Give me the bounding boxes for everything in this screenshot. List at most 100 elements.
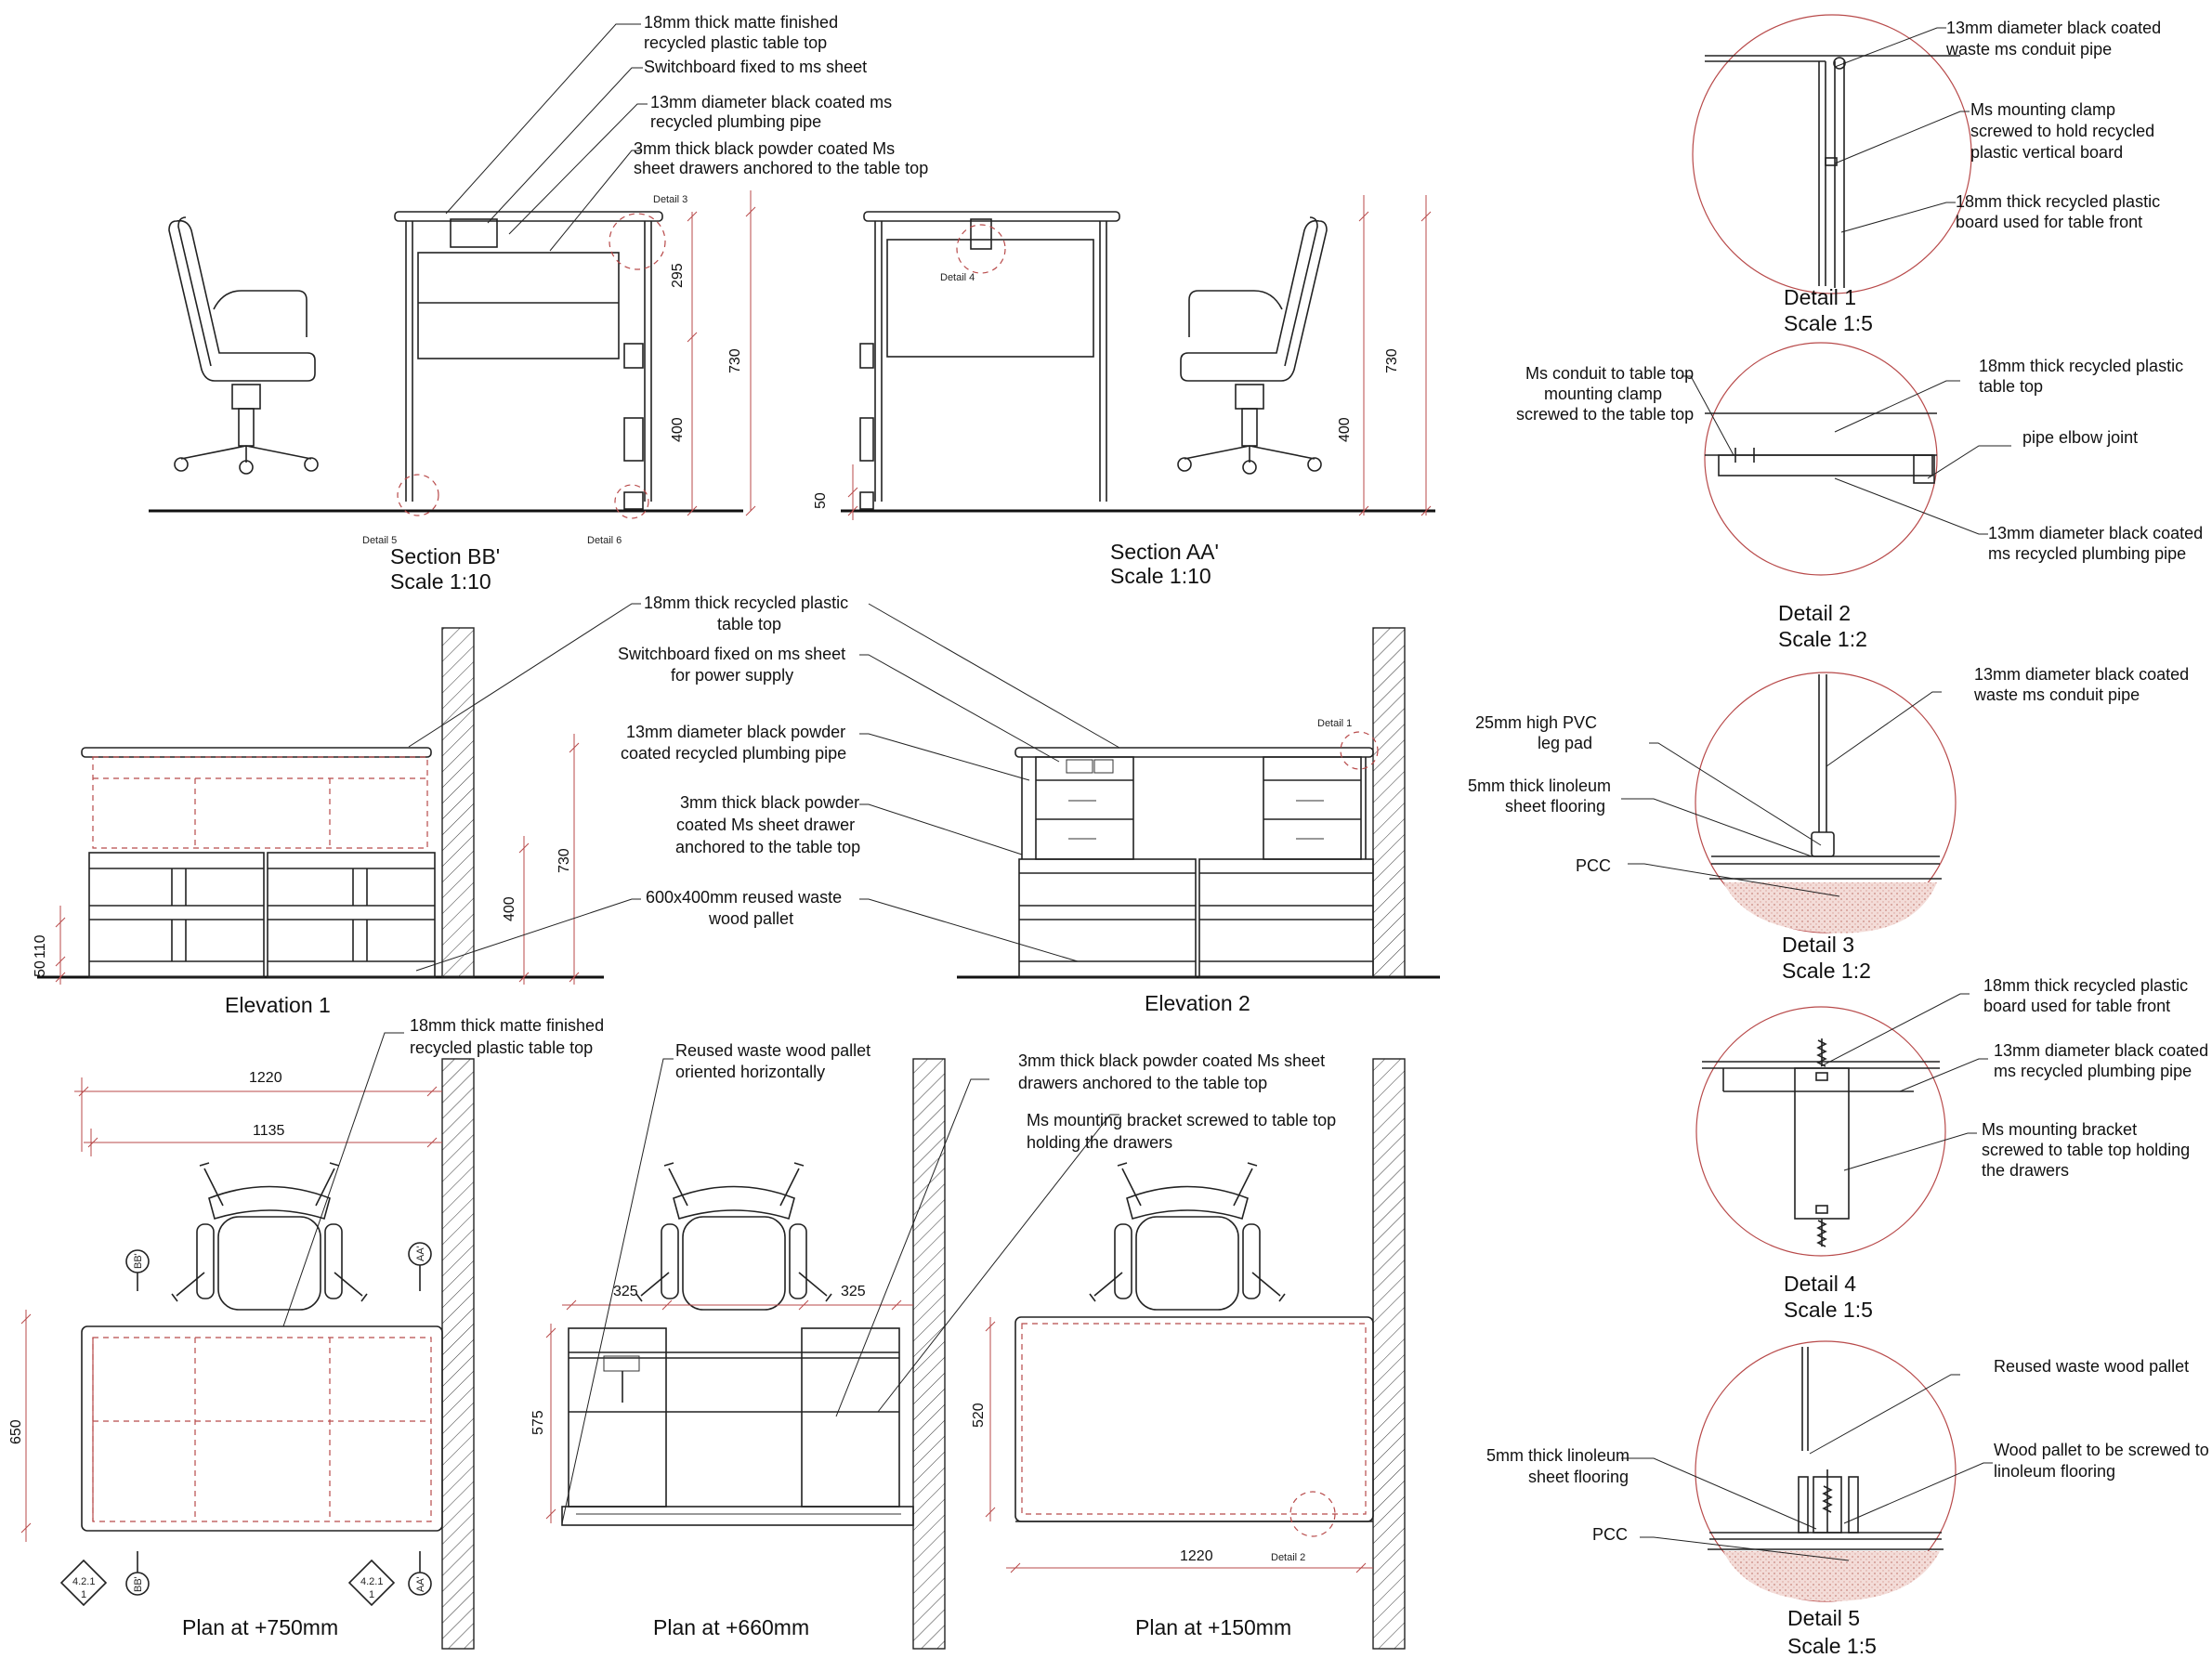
svg-text:295: 295 <box>670 263 686 288</box>
svg-text:drawers anchored to the table: drawers anchored to the table top <box>1018 1074 1267 1092</box>
svg-text:Ms mounting clamp: Ms mounting clamp <box>1970 100 2115 119</box>
svg-text:400: 400 <box>502 896 517 921</box>
svg-text:Detail 2: Detail 2 <box>1271 1552 1305 1563</box>
svg-text:waste ms conduit pipe: waste ms conduit pipe <box>1973 685 2140 704</box>
svg-text:Scale 1:5: Scale 1:5 <box>1784 1298 1873 1322</box>
svg-text:Plan at +750mm: Plan at +750mm <box>182 1615 338 1639</box>
svg-text:Scale 1:2: Scale 1:2 <box>1778 627 1867 651</box>
svg-text:Detail 1: Detail 1 <box>1317 718 1352 729</box>
section-marker-aa: AA' AA' <box>408 1242 432 1596</box>
svg-text:holding the drawers: holding the drawers <box>1027 1133 1172 1152</box>
svg-text:table top: table top <box>1979 377 2043 396</box>
svg-text:325: 325 <box>841 1284 866 1299</box>
svg-text:400: 400 <box>1337 417 1353 442</box>
svg-text:plastic vertical board: plastic vertical board <box>1970 143 2123 162</box>
svg-text:Scale 1:10: Scale 1:10 <box>1110 564 1211 588</box>
svg-text:Ms mounting bracket: Ms mounting bracket <box>1982 1120 2137 1139</box>
svg-text:wood pallet: wood pallet <box>708 909 793 928</box>
chair-top-icon <box>635 1162 832 1311</box>
svg-text:Reused waste wood pallet: Reused waste wood pallet <box>675 1041 870 1060</box>
svg-text:Reused waste wood pallet: Reused waste wood pallet <box>1994 1357 2189 1376</box>
svg-text:sheet drawers anchored to the: sheet drawers anchored to the table top <box>634 159 928 177</box>
svg-text:5mm thick linoleum: 5mm thick linoleum <box>1486 1446 1630 1465</box>
svg-text:3mm thick black powder coated: 3mm thick black powder coated Ms <box>634 139 895 158</box>
svg-text:13mm diameter black coated ms: 13mm diameter black coated ms <box>650 93 892 111</box>
svg-text:4.2.1: 4.2.1 <box>360 1576 383 1587</box>
elevation-2: Detail 1 Elevation 2 <box>957 627 1440 1015</box>
detail-1: 13mm diameter black coated waste ms cond… <box>1692 14 2161 335</box>
svg-text:Detail 3: Detail 3 <box>1782 933 1854 957</box>
svg-text:1135: 1135 <box>253 1123 285 1139</box>
svg-text:PCC: PCC <box>1576 856 1611 875</box>
svg-text:Detail 3: Detail 3 <box>653 194 687 205</box>
svg-text:screwed to the table top: screwed to the table top <box>1516 405 1694 424</box>
svg-text:18mm thick recycled plastic: 18mm thick recycled plastic <box>1979 357 2183 375</box>
svg-text:Ms mounting bracket screwed to: Ms mounting bracket screwed to table top <box>1027 1111 1336 1129</box>
chair-top-icon <box>171 1162 368 1311</box>
svg-text:oriented horizontally: oriented horizontally <box>675 1063 825 1081</box>
svg-text:5mm thick linoleum: 5mm thick linoleum <box>1468 777 1611 795</box>
svg-text:AA': AA' <box>415 1246 426 1261</box>
svg-text:Section BB': Section BB' <box>390 544 500 568</box>
svg-text:Scale 1:10: Scale 1:10 <box>390 569 491 594</box>
detail-5: Reused waste wood pallet Wood pallet to … <box>1486 1340 2209 1658</box>
elevation-1: 730 400 50 110 Elevation 1 18mm thick re… <box>33 594 1120 1017</box>
svg-text:110: 110 <box>33 934 48 959</box>
svg-text:Section AA': Section AA' <box>1110 540 1219 564</box>
svg-text:waste ms conduit pipe: waste ms conduit pipe <box>1945 40 2112 59</box>
plan-750: 1220 1135 650 18mm thick matte finished … <box>8 1016 604 1650</box>
chair-top-icon <box>1089 1162 1286 1311</box>
svg-text:4.2.1: 4.2.1 <box>72 1576 95 1587</box>
svg-text:600x400mm reused waste: 600x400mm reused waste <box>646 888 842 907</box>
svg-text:recycled plastic table top: recycled plastic table top <box>644 33 827 52</box>
svg-text:pipe elbow joint: pipe elbow joint <box>2022 428 2138 447</box>
svg-text:13mm diameter black coated: 13mm diameter black coated <box>1946 19 2161 37</box>
svg-text:PCC: PCC <box>1592 1525 1628 1544</box>
svg-text:13mm diameter black coated: 13mm diameter black coated <box>1974 665 2189 684</box>
svg-text:400: 400 <box>670 417 686 442</box>
svg-text:board used for table front: board used for table front <box>1983 997 2170 1015</box>
section-bb: 18mm thick matte finished recycled plast… <box>149 13 928 594</box>
svg-text:Plan at +150mm: Plan at +150mm <box>1135 1615 1291 1639</box>
svg-text:mounting clamp: mounting clamp <box>1544 385 1662 403</box>
svg-text:3mm thick black powder coated: 3mm thick black powder coated Ms sheet <box>1018 1051 1325 1070</box>
svg-text:13mm diameter black coated: 13mm diameter black coated <box>1994 1041 2208 1060</box>
svg-text:Detail 5: Detail 5 <box>1787 1606 1860 1630</box>
svg-text:730: 730 <box>556 848 572 873</box>
svg-text:520: 520 <box>971 1403 987 1428</box>
chair-side-icon <box>1177 216 1328 475</box>
svg-text:recycled plumbing pipe: recycled plumbing pipe <box>650 112 821 131</box>
svg-text:730: 730 <box>1384 348 1400 373</box>
svg-text:730: 730 <box>727 348 743 373</box>
svg-text:coated recycled plumbing pipe: coated recycled plumbing pipe <box>621 744 846 763</box>
svg-text:AA': AA' <box>415 1576 426 1592</box>
svg-text:linoleum flooring: linoleum flooring <box>1994 1462 2115 1481</box>
svg-text:Plan at +660mm: Plan at +660mm <box>653 1615 809 1639</box>
section-marker-bb: BB' BB' <box>125 1249 150 1596</box>
svg-text:Elevation 2: Elevation 2 <box>1145 991 1250 1015</box>
svg-text:1220: 1220 <box>1180 1548 1213 1564</box>
plan-150: 520 1220 Detail 2 3mm thick black powder… <box>971 1051 1406 1650</box>
svg-text:Wood pallet to be screwed to: Wood pallet to be screwed to <box>1994 1441 2209 1459</box>
svg-text:18mm thick matte finished: 18mm thick matte finished <box>410 1016 604 1035</box>
section-aa: 50 730 400 Detail 4 Section AA' Scale 1:… <box>813 195 1435 588</box>
svg-text:Detail 2: Detail 2 <box>1778 601 1851 625</box>
svg-text:13mm diameter black coated: 13mm diameter black coated <box>1988 524 2203 542</box>
svg-text:leg pad: leg pad <box>1538 734 1592 752</box>
svg-text:table top: table top <box>717 615 781 633</box>
svg-text:sheet flooring: sheet flooring <box>1505 797 1605 816</box>
svg-text:Detail 4: Detail 4 <box>940 272 975 283</box>
svg-text:screwed to hold recycled: screwed to hold recycled <box>1970 122 2154 140</box>
svg-text:Detail 4: Detail 4 <box>1784 1272 1856 1296</box>
detail-4: 18mm thick recycled plastic board used f… <box>1695 976 2208 1322</box>
svg-text:for power supply: for power supply <box>671 666 793 685</box>
svg-text:25mm high PVC: 25mm high PVC <box>1475 713 1597 732</box>
svg-text:Detail 1: Detail 1 <box>1784 285 1856 309</box>
svg-text:anchored to the table top: anchored to the table top <box>675 838 860 856</box>
svg-text:Scale 1:5: Scale 1:5 <box>1787 1634 1877 1658</box>
svg-text:18mm thick matte finished: 18mm thick matte finished <box>644 13 838 32</box>
plan-660: 325 325 575 Reused waste wood pallet ori… <box>530 1041 1119 1650</box>
svg-text:ms recycled plumbing pipe: ms recycled plumbing pipe <box>1994 1062 2192 1080</box>
svg-text:50: 50 <box>33 960 48 977</box>
detail-3: 25mm high PVC leg pad 5mm thick linoleum… <box>1468 665 2189 983</box>
